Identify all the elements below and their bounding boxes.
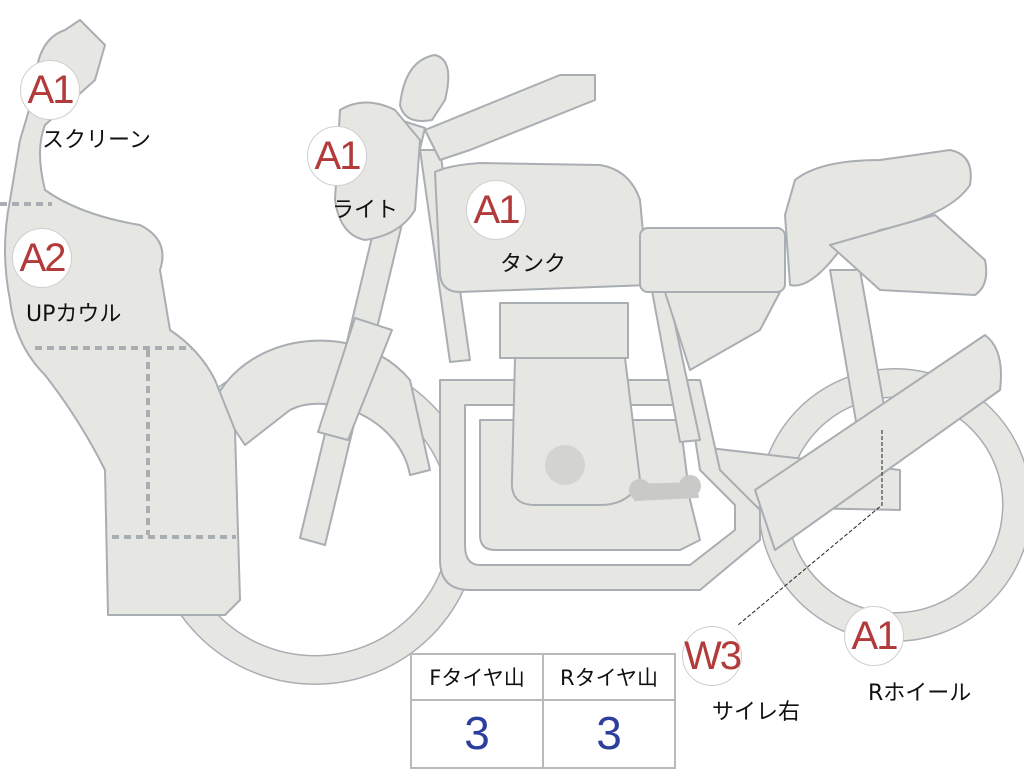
full-cowl: [4, 19, 241, 616]
marker-badge-silencer: W3: [682, 626, 742, 686]
value-rear-tire: 3: [596, 707, 622, 759]
tail-section: [829, 214, 988, 296]
label-silencer: サイレ右: [712, 700, 801, 725]
seat: [784, 149, 972, 287]
tire-tread-table: Fタイヤ山 Rタイヤ山 3 3: [410, 653, 676, 769]
engine-cover: [545, 445, 585, 485]
table-divider: [542, 655, 544, 767]
header-rear-tire: Rタイヤ山: [560, 666, 658, 690]
seat-front: [639, 227, 786, 293]
value-front-tire: 3: [464, 707, 490, 759]
marker-badge-rear-wheel: A1: [844, 606, 904, 666]
label-upper-cowl: UPカウル: [26, 302, 122, 327]
label-rear-wheel: Rホイール: [868, 681, 972, 706]
label-tank: タンク: [500, 252, 567, 277]
mirror: [399, 54, 450, 122]
marker-badge-upper-cowl: A2: [12, 228, 72, 288]
marker-badge-screen: A1: [20, 60, 80, 120]
fork-slider: [317, 317, 393, 441]
label-screen: スクリーン: [42, 128, 151, 153]
engine-top: [499, 302, 629, 359]
engine-body: [510, 357, 641, 506]
front-fender: [214, 339, 431, 476]
label-light: ライト: [332, 198, 399, 223]
header-front-tire: Fタイヤ山: [429, 666, 525, 690]
marker-badge-light: A1: [307, 126, 367, 186]
marker-badge-tank: A1: [466, 180, 526, 240]
muffler: [754, 334, 1002, 551]
handlebar: [424, 74, 596, 161]
